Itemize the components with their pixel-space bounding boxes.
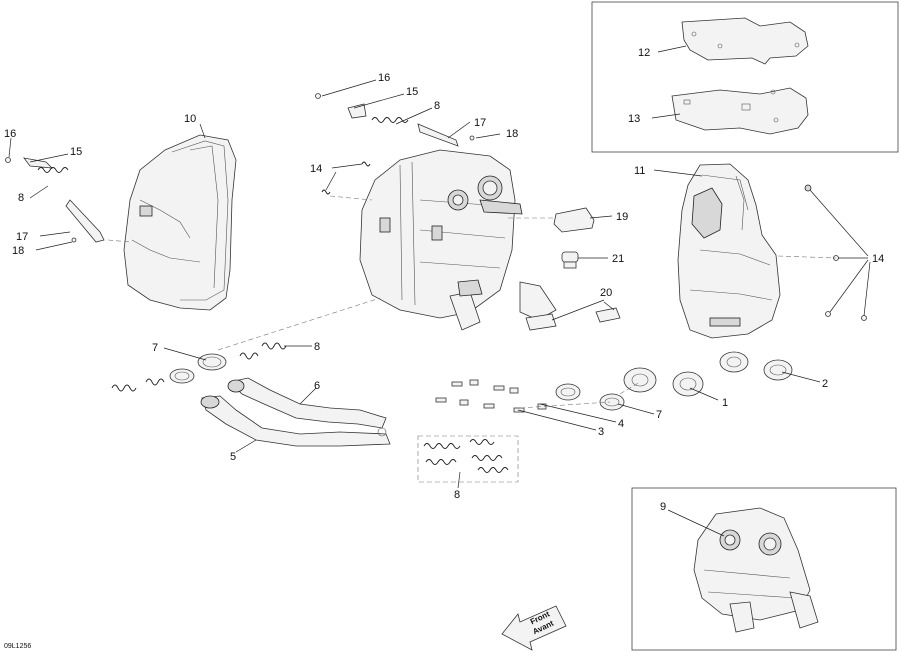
cover-11 [677,163,781,339]
gasket-2 [719,351,793,381]
callout-3: 3 [598,426,604,438]
callout-7-left: 7 [152,342,158,354]
callout-18-left: 18 [12,245,24,257]
callout-14-right: 14 [872,253,884,265]
brackets-20 [525,307,621,331]
callout-15-left: 15 [70,146,82,158]
callout-16-top: 16 [378,72,390,84]
callout-2: 2 [822,378,828,390]
callout-8-top: 8 [434,100,440,112]
bracket-19 [553,207,595,233]
callout-18-top: 18 [506,128,518,140]
callout-4: 4 [618,418,624,430]
callout-9: 9 [660,501,666,513]
callout-8-left: 8 [18,192,24,204]
callout-19: 19 [616,211,628,223]
callout-1: 1 [722,397,728,409]
spring-kit-box [417,435,519,483]
ring-7-right [555,383,625,411]
callout-7-right: 7 [656,409,662,421]
muffler-main [359,149,557,331]
callout-20: 20 [600,287,612,299]
cover-10 [123,134,237,311]
grommets-14 [321,161,867,321]
pipe-6 [227,377,387,429]
callouts: 16 15 8 17 18 10 16 15 8 17 18 14 12 13 … [4,47,884,513]
callout-14-top: 14 [310,163,322,175]
springs-left [111,342,287,392]
hanger-top [315,93,475,147]
assembly-lines [107,195,837,409]
inset-box-muffler-assembly [631,487,897,651]
inset-box-gaskets [591,1,899,153]
flange-1 [623,367,704,397]
drawing-code: 09L1256 [4,643,31,650]
muffler-9 [693,507,819,633]
gasket-13 [671,87,809,135]
bumper-21 [561,251,579,269]
callout-10: 10 [184,113,196,125]
callout-12: 12 [638,47,650,59]
callout-8-mid: 8 [314,341,320,353]
callout-17-left: 17 [16,231,28,243]
pipe-5 [200,395,391,447]
spring-kit-8 [423,439,509,473]
gasket-12 [681,17,809,65]
front-direction-arrow: Front Avant [501,605,567,651]
callout-13: 13 [628,113,640,125]
leader-lines [8,45,871,537]
callout-16-left: 16 [4,128,16,140]
callout-11: 11 [634,165,645,177]
callout-21: 21 [612,253,624,265]
callout-8-kit: 8 [454,489,460,501]
callout-5: 5 [230,451,236,463]
hanger-left [5,157,105,243]
callout-15-top: 15 [406,86,418,98]
callout-17-top: 17 [474,117,486,129]
ring-7-left [169,353,227,384]
callout-6: 6 [314,380,320,392]
